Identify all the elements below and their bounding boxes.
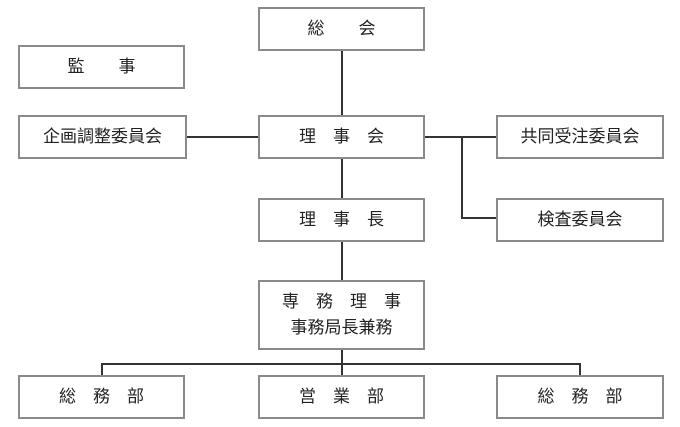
department-box-general-affairs-left: 総 務 部 xyxy=(18,375,185,419)
connector-board-to-branch xyxy=(425,136,496,138)
chairman-label: 理 事 長 xyxy=(299,210,384,230)
department-box-sales: 営 業 部 xyxy=(258,375,425,419)
connector-bus-to-dept-right xyxy=(579,363,581,375)
inspection-committee-box: 検査委員会 xyxy=(496,198,664,242)
managing-director-box: 専 務 理 事 事務局長兼務 xyxy=(258,280,425,350)
department-label: 営 業 部 xyxy=(299,387,384,407)
connector-bus-to-dept-center xyxy=(341,363,343,375)
joint-order-committee-box: 共同受注委員会 xyxy=(496,115,664,159)
board-box: 理 事 会 xyxy=(258,115,425,159)
managing-director-line1: 専 務 理 事 xyxy=(282,292,401,312)
managing-director-line2: 事務局長兼務 xyxy=(290,318,393,338)
connector-branch-to-inspection xyxy=(461,217,496,219)
department-label: 総 務 部 xyxy=(537,387,623,407)
department-label: 総 務 部 xyxy=(59,387,144,407)
connector-director-to-bus xyxy=(341,349,343,364)
joint-order-committee-label: 共同受注委員会 xyxy=(520,127,640,147)
connector-board-to-chairman xyxy=(341,158,343,198)
planning-committee-label: 企画調整委員会 xyxy=(43,127,162,147)
department-box-general-affairs-right: 総 務 部 xyxy=(496,375,664,419)
auditor-box: 監 事 xyxy=(18,45,185,89)
inspection-committee-label: 検査委員会 xyxy=(537,210,623,230)
connector-general-to-board xyxy=(341,50,343,115)
planning-committee-box: 企画調整委員会 xyxy=(18,115,187,159)
board-label: 理 事 会 xyxy=(299,127,384,147)
auditor-label: 監 事 xyxy=(67,57,136,77)
connector-branch-vertical xyxy=(461,136,463,219)
connector-planning-to-board xyxy=(187,136,258,138)
general-meeting-label: 総 会 xyxy=(307,19,376,39)
chairman-box: 理 事 長 xyxy=(258,198,425,242)
general-meeting-box: 総 会 xyxy=(258,7,425,51)
connector-chairman-to-director xyxy=(341,242,343,280)
connector-bus-to-dept-left xyxy=(101,363,103,375)
